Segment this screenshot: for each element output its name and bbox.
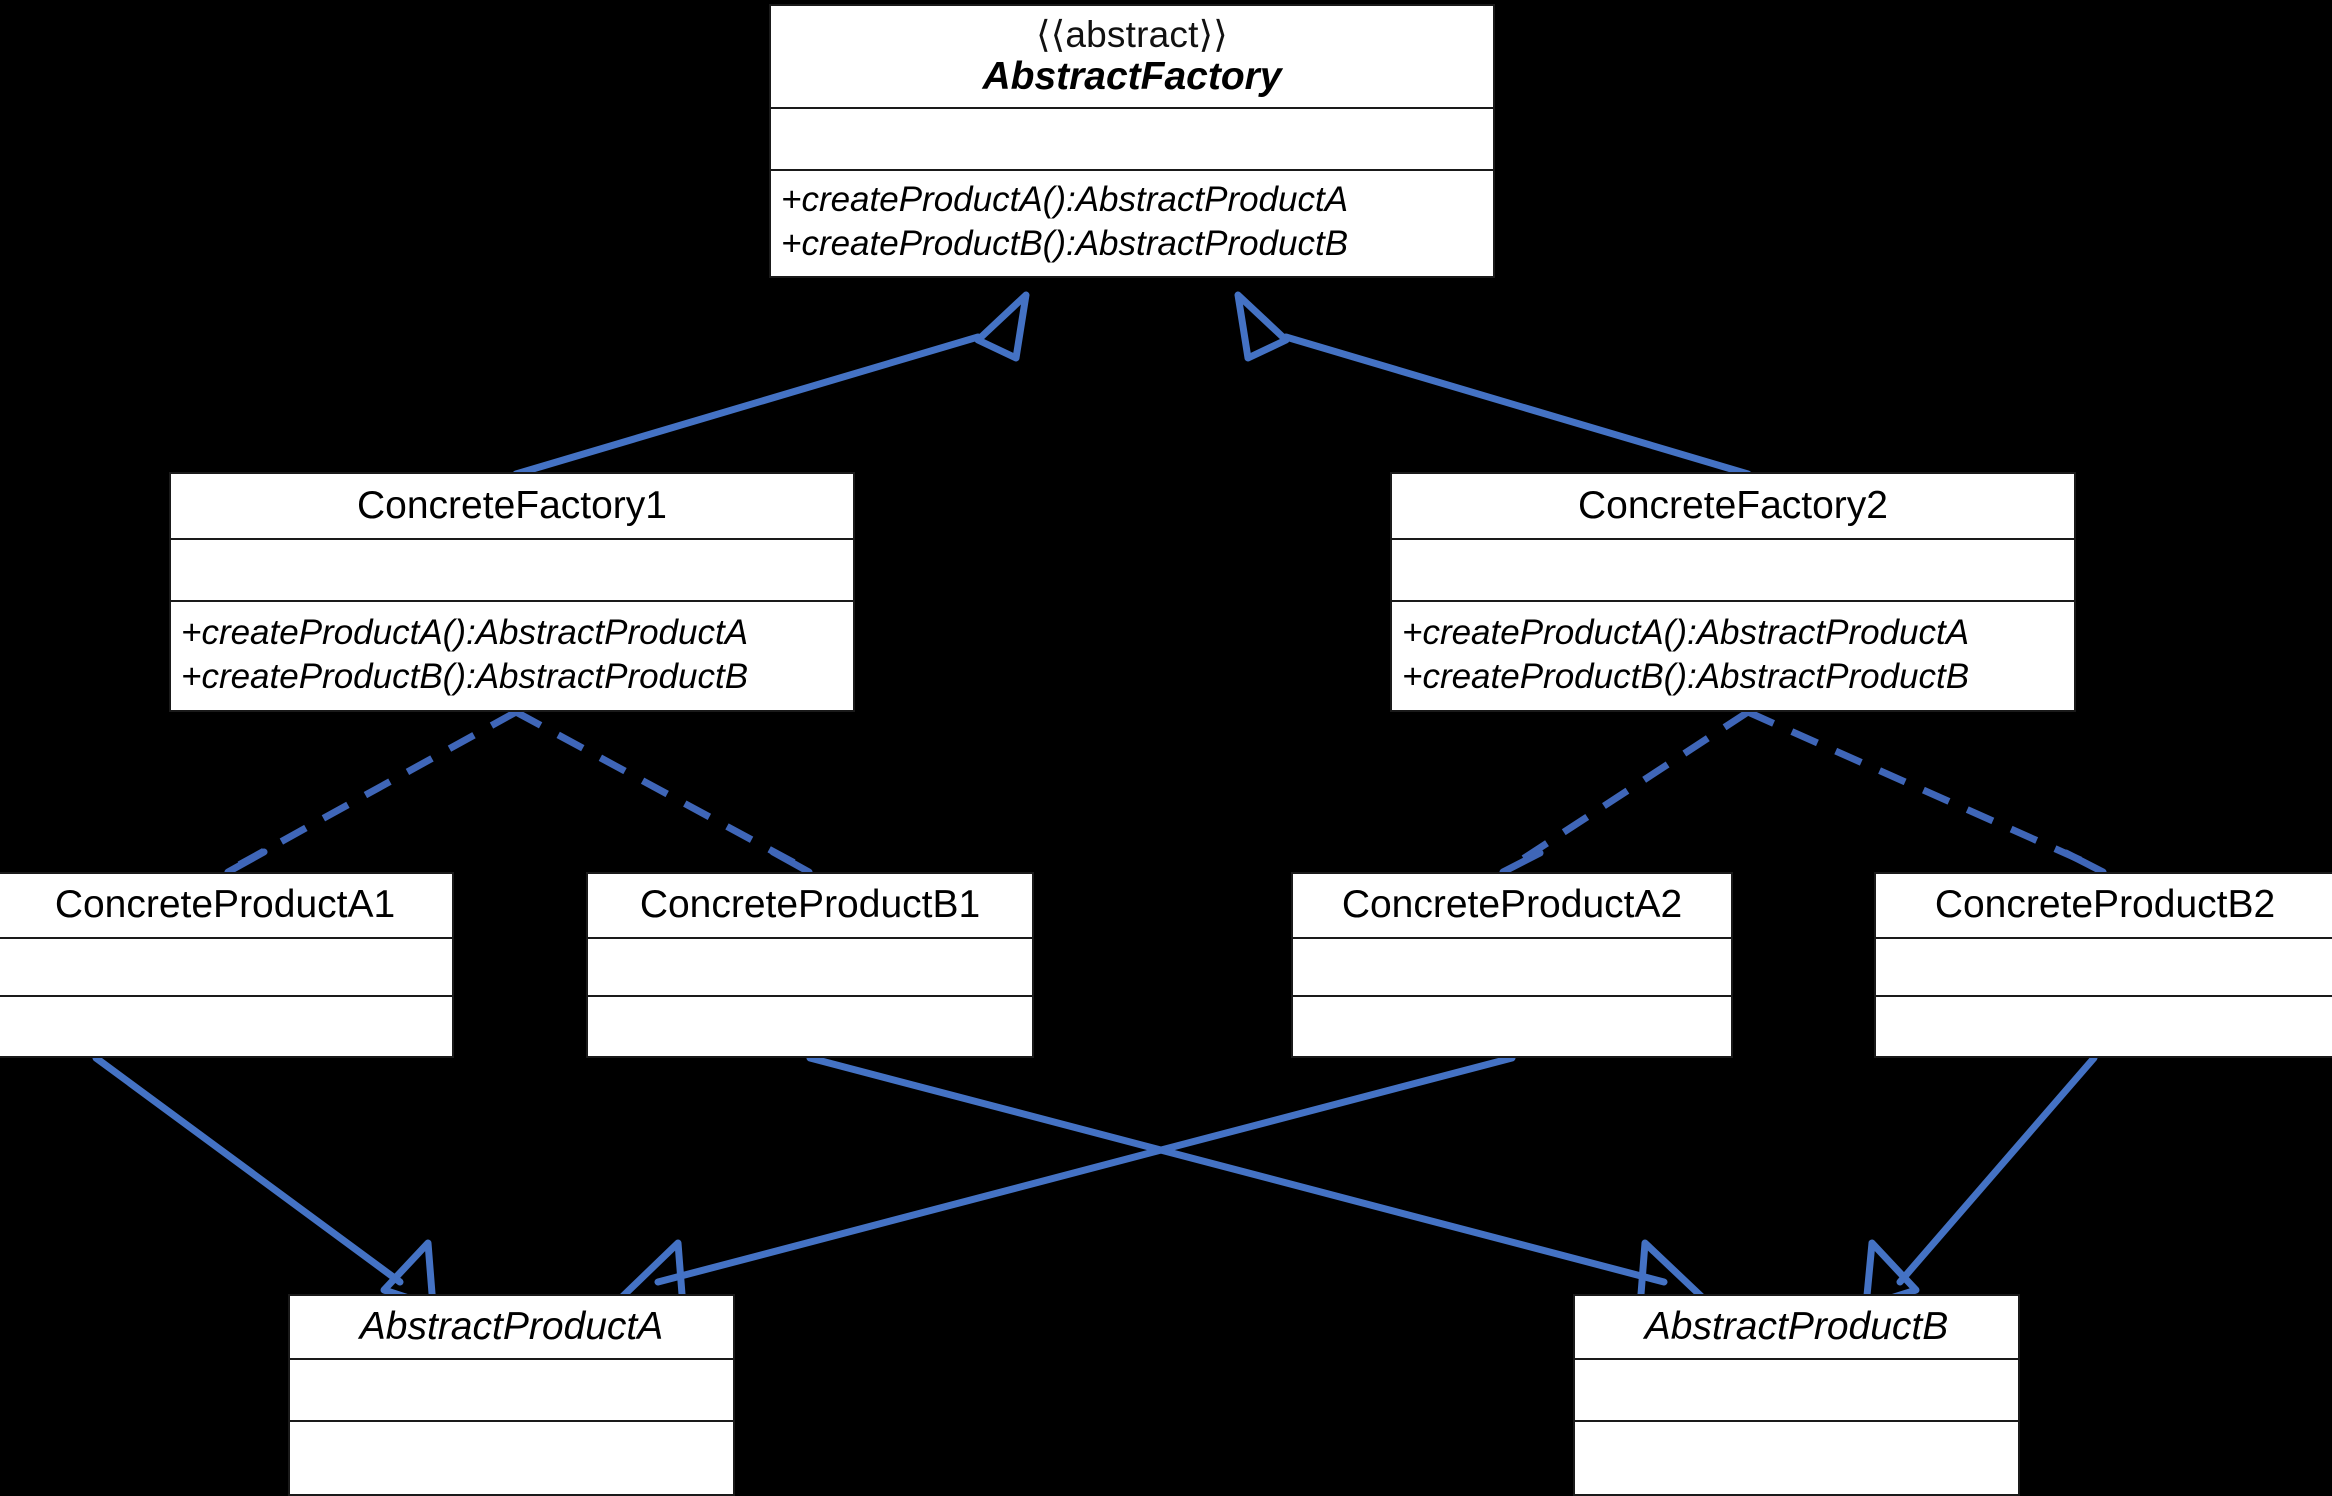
class-box-concreteproducta1[interactable]: ConcreteProductA1: [0, 872, 454, 1058]
abstractfactory-stereotype: ⟨⟨abstract⟩⟩: [1036, 13, 1228, 55]
class-box-concretefactory2[interactable]: ConcreteFactory2 +createProductA():Abstr…: [1390, 472, 2076, 712]
abstractproducta-operations-compartment: [290, 1420, 733, 1494]
abstractproductb-attributes-compartment: [1575, 1358, 2018, 1420]
operation-createproductb: +createProductB():AbstractProductB: [781, 224, 1349, 264]
abstractproductb-operations-compartment: [1575, 1420, 2018, 1494]
concreteproducta1-class-name: ConcreteProductA1: [54, 883, 396, 927]
concreteproducta1-name-compartment: ConcreteProductA1: [0, 874, 452, 937]
abstractfactory-operations-compartment: +createProductA():AbstractProductA +crea…: [771, 168, 1493, 276]
concretefactory1-class-name: ConcreteFactory1: [357, 483, 667, 527]
concreteproductb2-attributes-compartment: [1876, 937, 2332, 994]
concretefactory1-operations-compartment: +createProductA():AbstractProductA +crea…: [171, 600, 853, 710]
concretefactory2-name-compartment: ConcreteFactory2: [1392, 474, 2074, 538]
concretefactory2-operations-compartment: +createProductA():AbstractProductA +crea…: [1392, 600, 2074, 710]
concreteproductb1-operations-compartment: [588, 994, 1032, 1056]
concreteproducta1-attributes-compartment: [0, 937, 452, 994]
concretefactory2-class-name: ConcreteFactory2: [1578, 483, 1888, 527]
concreteproductb2-class-name: ConcreteProductB2: [1934, 883, 2276, 927]
abstractproductb-name-compartment: AbstractProductB: [1575, 1296, 2018, 1358]
generalization-concreteproductb2-to-abstractproductb: [1862, 1054, 2098, 1310]
class-box-abstractfactory[interactable]: ⟨⟨abstract⟩⟩ AbstractFactory +createProd…: [769, 4, 1495, 278]
generalization-concreteproducta2-to-abstractproducta: [618, 1054, 1516, 1311]
concreteproductb1-class-name: ConcreteProductB1: [639, 883, 981, 927]
concretefactory1-attributes-compartment: [171, 538, 853, 600]
concreteproducta2-attributes-compartment: [1293, 937, 1731, 994]
generalization-concreteproductb1-to-abstractproductb: [806, 1054, 1706, 1311]
abstractproducta-attributes-compartment: [290, 1358, 733, 1420]
abstractproductb-class-name: AbstractProductB: [1644, 1304, 1949, 1348]
generalization-concretefactory2-to-abstractfactory: [1234, 291, 1752, 478]
generalization-concretefactory1-to-abstractfactory: [512, 291, 1030, 478]
concretefactory2-attributes-compartment: [1392, 538, 2074, 600]
abstractfactory-attributes-compartment: [771, 107, 1493, 168]
concretefactory1-name-compartment: ConcreteFactory1: [171, 474, 853, 538]
abstractfactory-class-name: AbstractFactory: [982, 55, 1282, 99]
generalization-concreteproducta1-to-abstractproducta: [92, 1054, 437, 1310]
concreteproductb2-name-compartment: ConcreteProductB2: [1876, 874, 2332, 937]
concreteproductb1-name-compartment: ConcreteProductB1: [588, 874, 1032, 937]
concreteproducta1-operations-compartment: [0, 994, 452, 1056]
class-box-concreteproductb2[interactable]: ConcreteProductB2: [1874, 872, 2332, 1058]
operation-createproductb: +createProductB():AbstractProductB: [181, 657, 749, 696]
concreteproducta2-operations-compartment: [1293, 994, 1731, 1056]
class-box-abstractproducta[interactable]: AbstractProductA: [288, 1294, 735, 1496]
class-box-abstractproductb[interactable]: AbstractProductB: [1573, 1294, 2020, 1496]
operation-createproducta: +createProductA():AbstractProductA: [781, 180, 1349, 220]
class-box-concreteproducta2[interactable]: ConcreteProductA2: [1291, 872, 1733, 1058]
operation-createproducta: +createProductA():AbstractProductA: [181, 612, 749, 652]
abstractproducta-class-name: AbstractProductA: [359, 1304, 664, 1348]
concreteproductb1-attributes-compartment: [588, 937, 1032, 994]
abstractproducta-name-compartment: AbstractProductA: [290, 1296, 733, 1358]
concreteproducta2-class-name: ConcreteProductA2: [1341, 883, 1683, 927]
operation-createproductb: +createProductB():AbstractProductB: [1402, 657, 1970, 696]
concreteproductb2-operations-compartment: [1876, 994, 2332, 1056]
abstractfactory-name-compartment: ⟨⟨abstract⟩⟩ AbstractFactory: [771, 6, 1493, 107]
concreteproducta2-name-compartment: ConcreteProductA2: [1293, 874, 1731, 937]
class-box-concretefactory1[interactable]: ConcreteFactory1 +createProductA():Abstr…: [169, 472, 855, 712]
operation-createproducta: +createProductA():AbstractProductA: [1402, 612, 1970, 652]
class-box-concreteproductb1[interactable]: ConcreteProductB1: [586, 872, 1034, 1058]
